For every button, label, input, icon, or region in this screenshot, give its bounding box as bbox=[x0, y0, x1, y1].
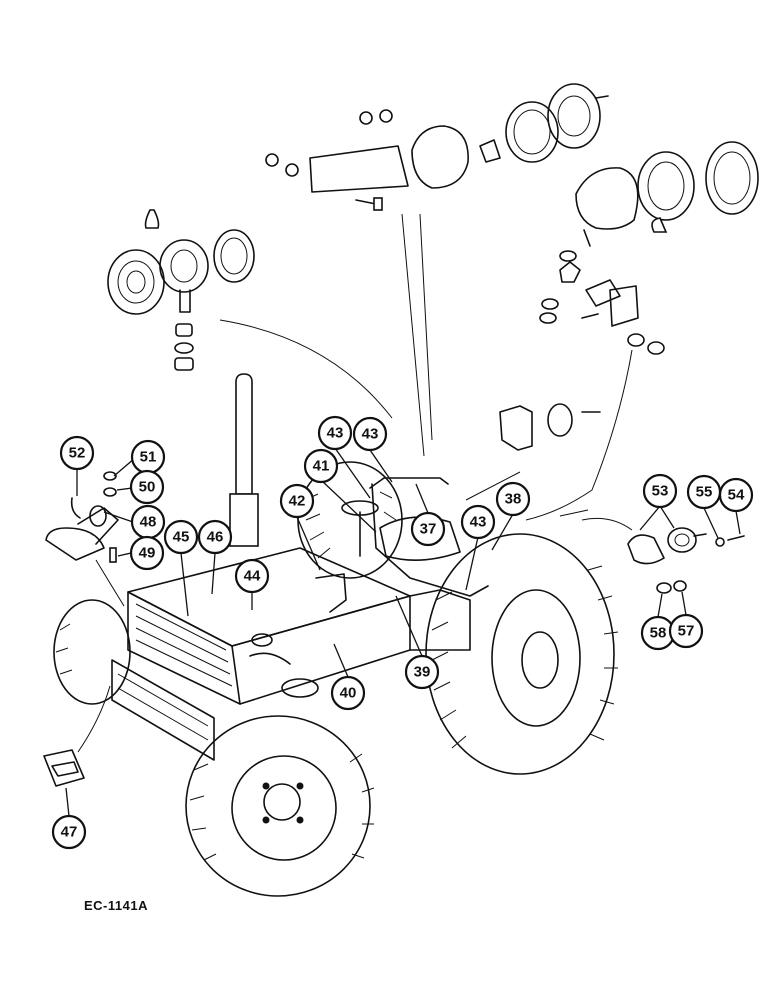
svg-text:37: 37 bbox=[420, 521, 437, 538]
svg-text:38: 38 bbox=[505, 491, 522, 508]
callout-48: 47 bbox=[51, 814, 87, 850]
left-work-lamp-assembly bbox=[107, 209, 255, 371]
svg-text:55: 55 bbox=[696, 484, 713, 501]
svg-text:54: 54 bbox=[728, 487, 745, 504]
rear-right-wheel bbox=[425, 533, 619, 775]
svg-text:43: 43 bbox=[327, 425, 344, 442]
svg-text:57: 57 bbox=[678, 623, 695, 640]
horn-assembly bbox=[45, 471, 125, 607]
switch-part-48 bbox=[43, 685, 111, 787]
svg-text:43: 43 bbox=[362, 426, 379, 443]
svg-text:53: 53 bbox=[652, 483, 669, 500]
callout-40: 41 bbox=[303, 448, 339, 484]
right-work-lamp-assembly bbox=[539, 141, 759, 355]
callout-51: 50 bbox=[129, 469, 165, 505]
callout-54: 53 bbox=[642, 473, 678, 509]
callout-58: 58 bbox=[640, 615, 676, 651]
callout-41: 42 bbox=[279, 483, 315, 519]
callout-53: 52 bbox=[59, 435, 95, 471]
callout-38: 38 bbox=[495, 481, 531, 517]
front-right-wheel bbox=[185, 715, 375, 897]
svg-text:49: 49 bbox=[139, 545, 156, 562]
callout-37: 37 bbox=[410, 511, 446, 547]
svg-text:48: 48 bbox=[140, 514, 157, 531]
front-left-wheel bbox=[53, 599, 131, 705]
svg-text:46: 46 bbox=[207, 529, 224, 546]
callout-43-lower: 43 bbox=[460, 504, 496, 540]
svg-text:58: 58 bbox=[650, 625, 667, 642]
svg-text:43: 43 bbox=[470, 514, 487, 531]
callout-57: 57 bbox=[668, 613, 704, 649]
svg-text:42: 42 bbox=[289, 493, 306, 510]
svg-text:39: 39 bbox=[414, 664, 431, 681]
callout-46: 45 bbox=[163, 519, 199, 555]
svg-text:40: 40 bbox=[340, 685, 357, 702]
callout-56: 55 bbox=[686, 474, 722, 510]
callout-49: 48 bbox=[130, 504, 166, 540]
document-code: EC-1141A bbox=[84, 898, 148, 913]
plug-socket-assembly bbox=[581, 517, 745, 594]
svg-text:51: 51 bbox=[140, 449, 157, 466]
rear-bracket-assembly bbox=[499, 403, 601, 451]
top-lamp-assembly bbox=[265, 83, 609, 211]
callout-45: 44 bbox=[234, 558, 270, 594]
callout-52: 51 bbox=[130, 439, 166, 475]
harness-lines bbox=[219, 213, 633, 521]
svg-text:44: 44 bbox=[244, 568, 261, 585]
callout-42: 43 bbox=[317, 415, 353, 451]
callout-43-upper: 43 bbox=[352, 416, 388, 452]
svg-text:52: 52 bbox=[69, 445, 86, 462]
callout-47: 46 bbox=[197, 519, 233, 555]
callout-50: 49 bbox=[129, 535, 165, 571]
callout-55: 54 bbox=[718, 477, 754, 513]
callout-44: 40 bbox=[330, 675, 366, 711]
svg-text:47: 47 bbox=[61, 824, 78, 841]
svg-text:50: 50 bbox=[139, 479, 156, 496]
svg-text:45: 45 bbox=[173, 529, 190, 546]
callout-39: 39 bbox=[404, 654, 440, 690]
callout-leaders bbox=[65, 447, 741, 817]
svg-text:41: 41 bbox=[313, 458, 330, 475]
